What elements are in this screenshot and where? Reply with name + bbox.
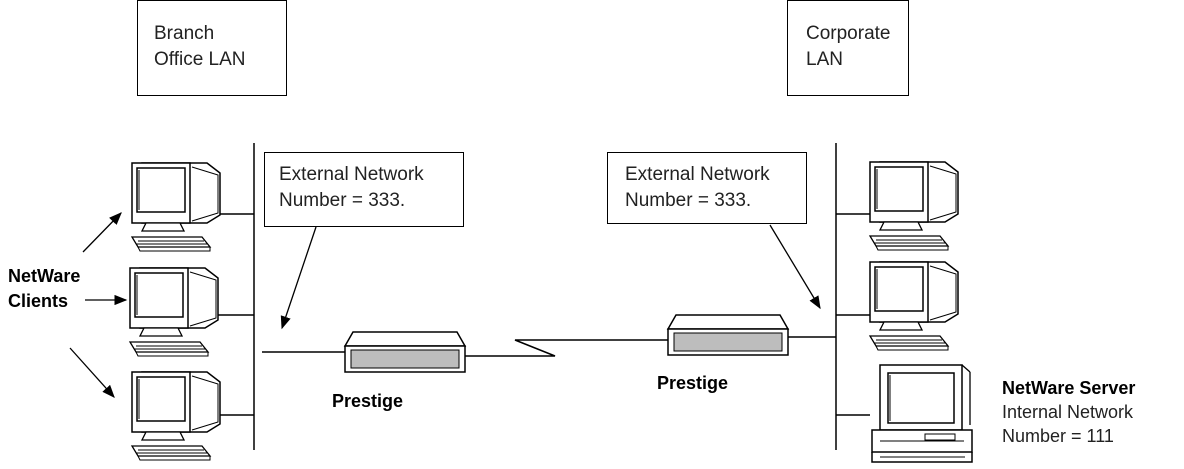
right-callout-line-1: External Network xyxy=(625,164,770,185)
client-pc-2 xyxy=(129,267,219,357)
server-network-number-line: Number = 111 xyxy=(1002,426,1114,446)
client-pc-3 xyxy=(131,371,221,461)
wan-link xyxy=(462,339,675,357)
corporate-lan-label-2: LAN xyxy=(806,49,843,70)
left-prestige-router xyxy=(344,331,466,373)
netware-clients-label-2: Clients xyxy=(8,291,69,311)
left-callout-line-2: Number = 333. xyxy=(279,190,406,211)
right-prestige-router xyxy=(667,314,789,356)
netware-server-title: NetWare Server xyxy=(1002,378,1136,398)
server-internal-network-line: Internal Network xyxy=(1002,402,1134,422)
corporate-pc-2 xyxy=(869,261,959,351)
netware-server xyxy=(871,364,973,463)
right-callout-box xyxy=(607,152,807,224)
netware-clients-label-1: NetWare xyxy=(8,266,81,286)
right-router-label: Prestige xyxy=(657,373,729,393)
branch-lan-label-1: Branch xyxy=(154,23,215,44)
corporate-pc-1 xyxy=(869,161,959,251)
client-pc-1 xyxy=(131,162,221,252)
left-router-label: Prestige xyxy=(332,391,404,411)
branch-lan-box xyxy=(137,0,287,96)
corporate-lan-box xyxy=(787,0,909,96)
left-callout-box xyxy=(264,152,464,227)
corporate-lan-label-1: Corporate xyxy=(806,23,891,44)
branch-lan-label-2: Office LAN xyxy=(154,49,246,70)
right-callout-line-2: Number = 333. xyxy=(625,190,752,211)
left-callout-line-1: External Network xyxy=(279,164,424,185)
